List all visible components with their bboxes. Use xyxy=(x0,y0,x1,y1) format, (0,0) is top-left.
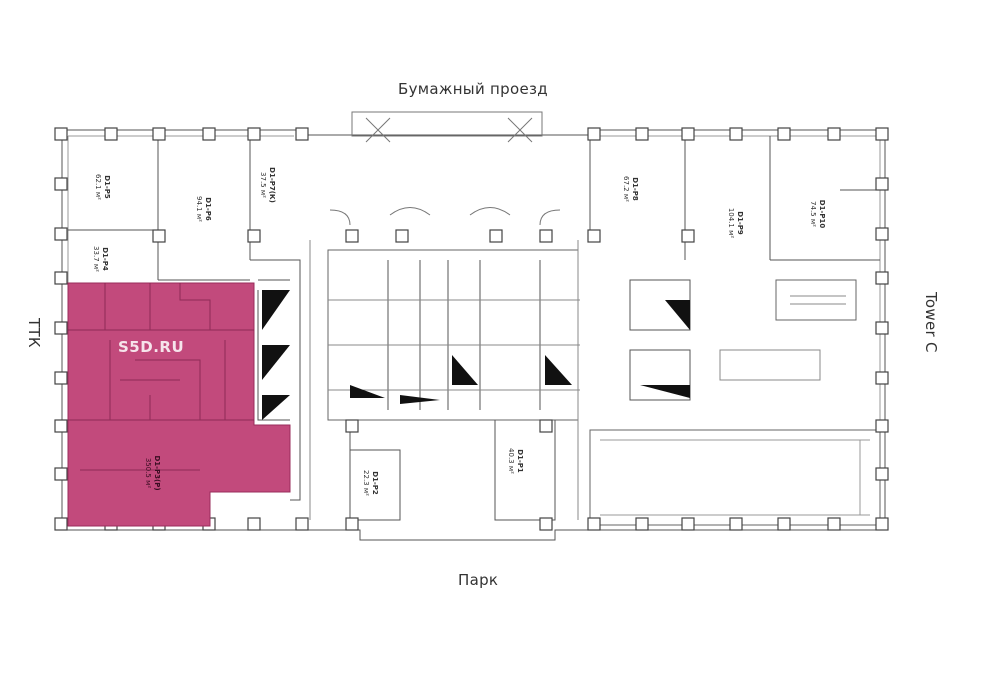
unit-d1-p3-highlight[interactable] xyxy=(67,282,291,527)
unit-label-d1-p7[interactable]: D1-P7(К)37.5 м² xyxy=(259,167,276,203)
street-label-bottom: Парк xyxy=(458,571,499,589)
street-label-top: Бумажный проезд xyxy=(398,80,548,98)
watermark: S5D.RU xyxy=(118,338,185,356)
street-label-right: Tower C xyxy=(922,292,940,353)
street-label-left: ТТК xyxy=(25,318,43,348)
unit-label-d1-p3[interactable]: D1-P3(P)350.5 м² xyxy=(144,455,161,491)
